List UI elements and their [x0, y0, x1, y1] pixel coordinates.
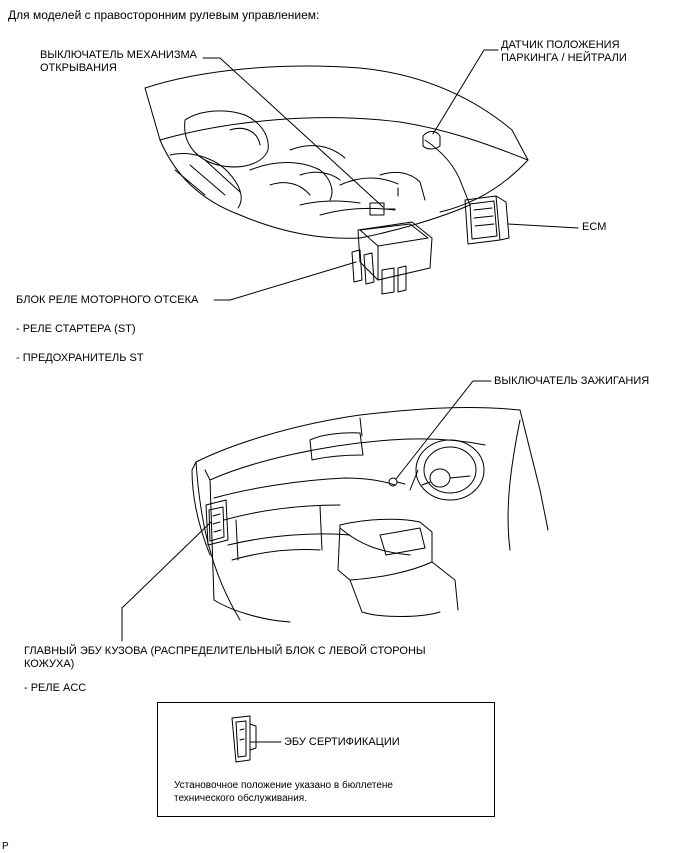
- starter-relay-label: - РЕЛЕ СТАРТЕРА (ST): [16, 323, 136, 335]
- engine-compartment-drawing: [144, 65, 529, 295]
- body-ecu-part: [205, 499, 229, 546]
- steering-wheel-part: [409, 439, 485, 501]
- ecm-part: [464, 195, 510, 245]
- relay-block-part: [351, 221, 433, 295]
- st-fuse-label: - ПРЕДОХРАНИТЕЛЬ ST: [16, 352, 144, 364]
- figure-code: P: [2, 841, 9, 852]
- main-body-ecu-label: ГЛАВНЫЙ ЭБУ КУЗОВА (РАСПРЕДЕЛИТЕЛЬНЫЙ БЛ…: [24, 645, 426, 670]
- inset-note: Установочное положение указано в бюллете…: [174, 780, 393, 804]
- ignition-switch-label: ВЫКЛЮЧАТЕЛЬ ЗАЖИГАНИЯ: [494, 375, 650, 387]
- inset-box: [157, 702, 495, 817]
- acc-relay-label: - РЕЛЕ ACC: [24, 682, 87, 694]
- ecm-label: ECM: [582, 221, 607, 233]
- cert-ecu-part: [231, 715, 257, 763]
- cert-ecu-label: ЭБУ СЕРТИФИКАЦИИ: [284, 736, 400, 748]
- page-title: Для моделей с правосторонним рулевым упр…: [8, 8, 320, 22]
- park-neutral-sensor-label: ДАТЧИК ПОЛОЖЕНИЯ ПАРКИНГА / НЕЙТРАЛИ: [501, 39, 627, 64]
- dashboard-drawing: [191, 407, 549, 623]
- hood-switch-label: ВЫКЛЮЧАТЕЛЬ МЕХАНИЗМА ОТКРЫВАНИЯ: [40, 49, 197, 74]
- leader-lines: [121, 49, 579, 743]
- engine-relay-block-label: БЛОК РЕЛЕ МОТОРНОГО ОТСЕКА: [16, 294, 199, 306]
